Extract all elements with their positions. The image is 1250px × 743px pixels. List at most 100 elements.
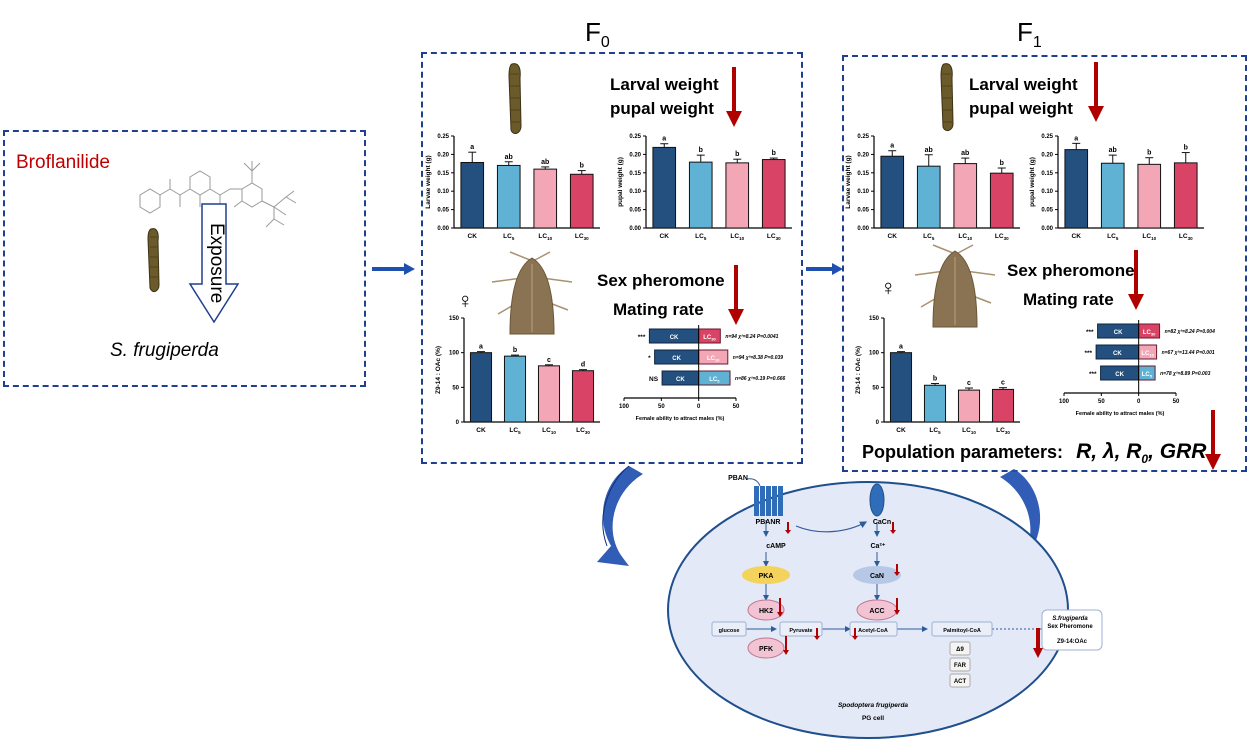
cell-type-label: PG cell xyxy=(862,715,884,722)
significance-letter: b xyxy=(735,151,739,158)
hk2-label: HK2 xyxy=(759,608,773,615)
y-tick-label: 0.10 xyxy=(857,189,869,195)
ck-bar-label: CK xyxy=(1113,351,1122,357)
significance-letter: a xyxy=(479,344,483,351)
bar-lc10 xyxy=(953,163,978,229)
significance-letter: b xyxy=(1184,145,1188,152)
x-tick-label: LC5 xyxy=(503,233,515,241)
product-species: S.frugiperda xyxy=(1052,616,1088,622)
x-tick-label: CK xyxy=(888,233,898,240)
f1-panel xyxy=(842,55,1247,472)
x-tick-label: LC5 xyxy=(1107,233,1119,241)
f1-label: F1 xyxy=(1017,17,1042,52)
stats-label: n=94 χ²=8.38 P=0.039 xyxy=(733,355,784,361)
y-tick-label: 0.20 xyxy=(437,152,449,158)
exposure-arrow xyxy=(188,203,240,324)
pyruvate-label: Pyruvate xyxy=(789,628,812,634)
bar-lc5 xyxy=(1100,162,1125,229)
population-label: Population parameters: xyxy=(862,442,1064,462)
ck-bar-label: CK xyxy=(670,335,679,341)
x-tick-label: LC10 xyxy=(958,233,972,241)
bar-lc30 xyxy=(989,172,1014,229)
significance-letter: d xyxy=(581,362,585,369)
f0-pheromone-down-arrow xyxy=(728,265,744,325)
significance-marker: *** xyxy=(1085,350,1093,357)
f0-label: F0 xyxy=(585,17,610,52)
x-tick-label: CK xyxy=(896,427,906,434)
pbanr-receptor xyxy=(754,486,783,516)
x-tick-label: LC5 xyxy=(695,233,707,241)
bar-lc30 xyxy=(569,173,594,229)
y-tick-label: 0.00 xyxy=(437,226,449,232)
y-tick-label: 0.10 xyxy=(437,189,449,195)
y-tick-label: 0.15 xyxy=(629,171,641,177)
x-tick-label: LC10 xyxy=(962,427,976,435)
y-tick-label: 100 xyxy=(869,351,880,357)
treatment-bar-label: LC10 xyxy=(707,356,720,363)
f1-subscript: 1 xyxy=(1032,34,1042,52)
f1-moth-image xyxy=(914,244,996,328)
ca-label: Ca²⁺ xyxy=(871,543,886,550)
bar-lc5 xyxy=(923,384,947,423)
acetyl-coa-label: Acetyl-CoA xyxy=(858,628,888,634)
f0-pupal-weight-title: pupal weight xyxy=(610,99,714,118)
y-tick-label: 0.25 xyxy=(1041,134,1053,140)
x-tick-label: LC5 xyxy=(509,427,521,435)
pg-cell-pathway: PBAN PBANR CaCn cAMP Ca²⁺ PKA CaN HK2 PF… xyxy=(667,475,1103,739)
f0-moth-image xyxy=(491,251,573,335)
x-axis-label: Female ability to attract males (%) xyxy=(1076,411,1165,417)
f1-weight-heading: Larval weight pupal weight xyxy=(969,73,1078,121)
f0-panel xyxy=(421,52,803,464)
y-tick-label: 0.15 xyxy=(437,171,449,177)
y-tick-label: 0.00 xyxy=(857,226,869,232)
bar-lc5 xyxy=(688,161,713,229)
significance-marker: * xyxy=(648,355,651,362)
pban-label: PBAN xyxy=(728,475,748,482)
significance-marker: *** xyxy=(1086,329,1094,336)
treatment-bar-label: LC5 xyxy=(709,377,720,384)
y-tick-label: 0.20 xyxy=(857,152,869,158)
x-tick-label: LC30 xyxy=(576,427,590,435)
bar-lc10 xyxy=(725,162,750,229)
x-tick-label: CK xyxy=(476,427,486,434)
y-axis-label: Larvae weight (g) xyxy=(425,155,432,208)
x-tick-label: LC10 xyxy=(542,427,556,435)
f0-pheromone-heading: Sex pheromone Mating rate xyxy=(597,266,725,324)
acc-label: ACC xyxy=(869,608,884,615)
camp-label: cAMP xyxy=(766,543,786,550)
x-tick-label: LC30 xyxy=(767,233,781,241)
flow-arrow-to-f1[interactable] xyxy=(806,262,844,276)
f0-weight-down-arrow xyxy=(726,67,742,127)
population-params: R, λ, R0, GRR xyxy=(1076,440,1207,467)
palmitoyl-coa-label: Palmitoyl-CoA xyxy=(943,628,981,634)
exposure-label: Exposure xyxy=(206,223,227,304)
x-tick-label: LC5 xyxy=(923,233,935,241)
x-tick-label: 0 xyxy=(697,404,701,410)
significance-letter: a xyxy=(470,144,474,151)
significance-letter: b xyxy=(699,147,703,154)
flow-arrow-to-f0[interactable] xyxy=(372,262,417,276)
exposure-panel xyxy=(3,130,366,387)
significance-letter: a xyxy=(899,344,903,351)
population-down-arrow xyxy=(1205,410,1221,470)
y-tick-label: 0.10 xyxy=(1041,189,1053,195)
x-tick-label: CK xyxy=(468,233,478,240)
y-tick-label: 150 xyxy=(869,316,880,322)
f1-female-symbol: ♀ xyxy=(880,275,897,300)
curved-arrow-left xyxy=(597,465,643,566)
significance-letter: c xyxy=(1001,380,1005,387)
y-tick-label: 0.05 xyxy=(1041,208,1053,214)
significance-letter: b xyxy=(1147,150,1151,157)
cacn-channel xyxy=(869,483,885,517)
significance-letter: b xyxy=(772,150,776,157)
treatment-bar-label: LC30 xyxy=(703,335,716,342)
f0-mating-rate-title: Mating rate xyxy=(613,300,704,319)
x-axis-label: Female ability to attract males (%) xyxy=(636,416,725,422)
bar-ck xyxy=(652,146,677,229)
stats-label: n=78 χ²=8.89 P=0.003 xyxy=(1160,371,1211,377)
x-tick-label: CK xyxy=(660,233,670,240)
